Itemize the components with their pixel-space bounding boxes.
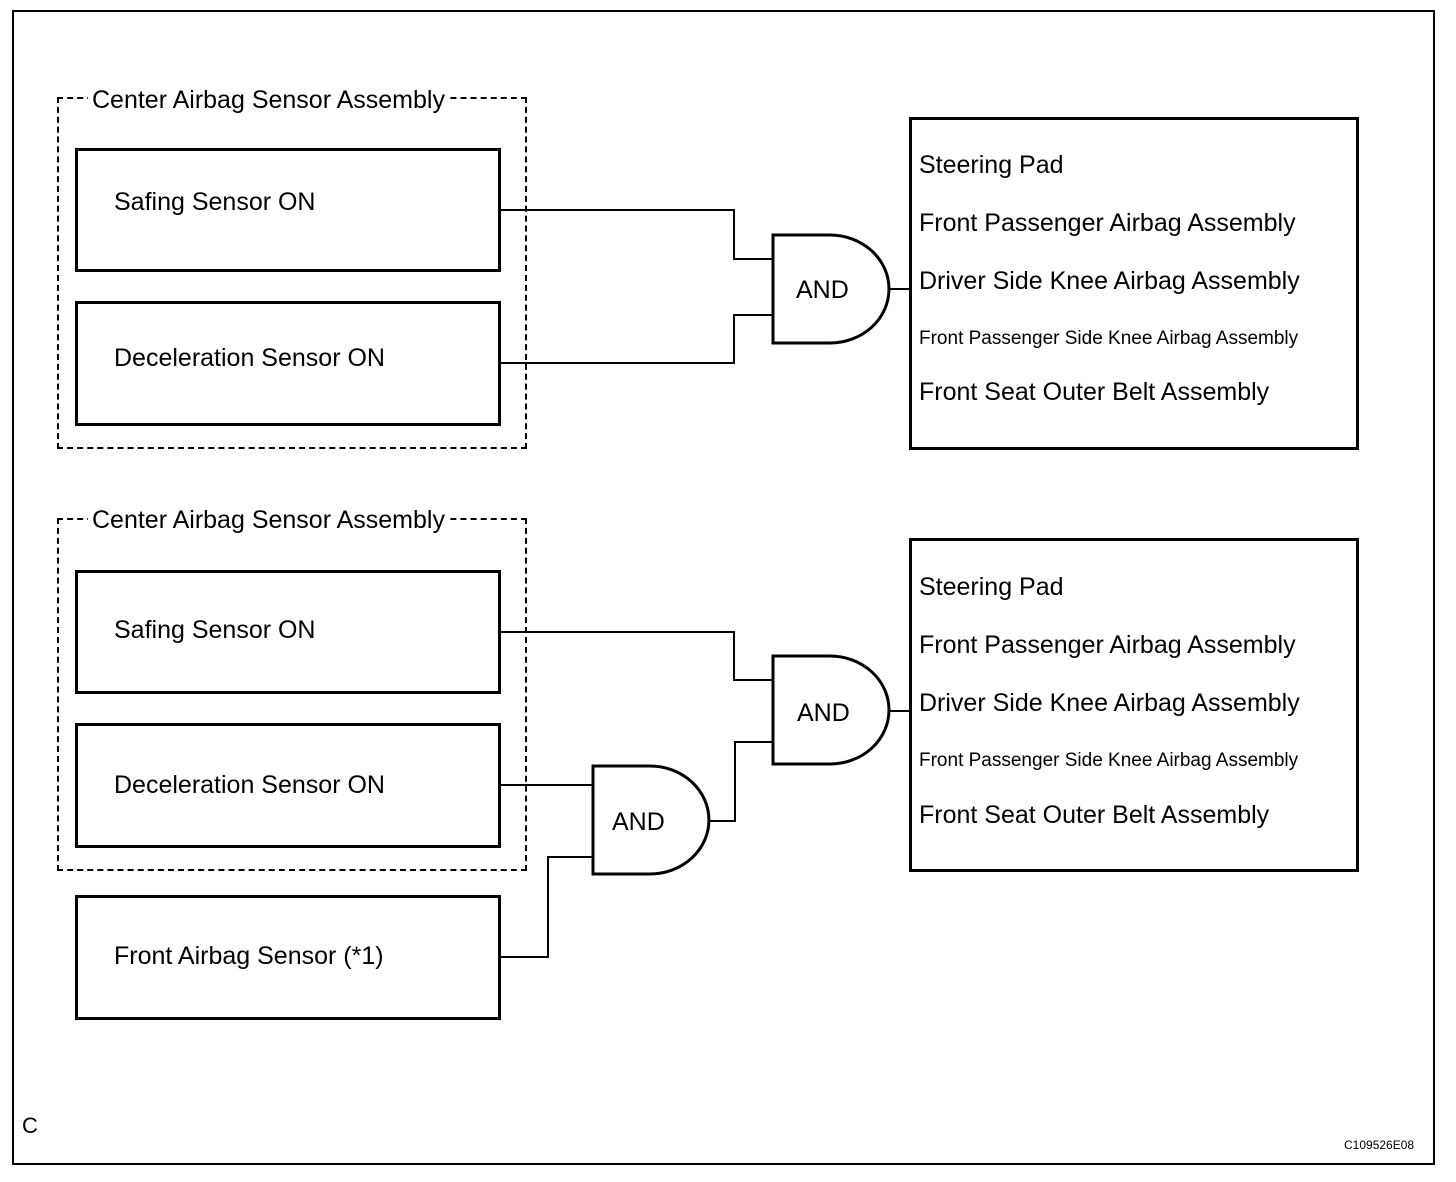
safing-sensor-label-2: Safing Sensor ON: [114, 616, 316, 644]
figure-code: C109526E08: [1344, 1138, 1415, 1152]
output-1-steering-pad: Steering Pad: [919, 151, 1064, 179]
safing-sensor-box-1: [75, 148, 501, 272]
output-2-driver-knee-airbag: Driver Side Knee Airbag Assembly: [919, 689, 1300, 717]
output-1-driver-knee-airbag: Driver Side Knee Airbag Assembly: [919, 267, 1300, 295]
and-gate-3: [771, 654, 891, 766]
output-box-1: [909, 117, 1359, 450]
group-1-label: Center Airbag Sensor Assembly: [88, 88, 449, 113]
wire-safing-to-and-3: [500, 631, 773, 681]
and-gate-1: [771, 233, 891, 345]
output-box-2: [909, 538, 1359, 872]
safing-sensor-box-2: [75, 570, 501, 694]
corner-letter: C: [22, 1113, 38, 1138]
group-2-label: Center Airbag Sensor Assembly: [88, 508, 449, 533]
wire-and-2-to-and-3: [709, 741, 773, 822]
front-airbag-sensor-label: Front Airbag Sensor (*1): [114, 942, 384, 970]
and-gate-3-label: AND: [797, 699, 850, 727]
deceleration-sensor-label-2: Deceleration Sensor ON: [114, 771, 385, 799]
output-2-front-passenger-airbag: Front Passenger Airbag Assembly: [919, 631, 1296, 659]
output-1-front-passenger-airbag: Front Passenger Airbag Assembly: [919, 209, 1296, 237]
output-1-seat-outer-belt: Front Seat Outer Belt Assembly: [919, 378, 1270, 406]
and-gate-2-label: AND: [612, 808, 665, 836]
output-2-seat-outer-belt: Front Seat Outer Belt Assembly: [919, 801, 1270, 829]
deceleration-sensor-box-2: [75, 723, 501, 848]
and-gate-1-label: AND: [796, 276, 849, 304]
wire-safing-to-and-1: [500, 209, 773, 260]
output-2-passenger-knee-airbag: Front Passenger Side Knee Airbag Assembl…: [919, 750, 1299, 771]
and-gate-2: [591, 764, 711, 876]
diagram-frame: [12, 10, 1435, 1165]
front-airbag-sensor-box: [75, 895, 501, 1020]
deceleration-sensor-box-1: [75, 301, 501, 426]
wire-front-sensor-to-and-2: [500, 856, 593, 958]
safing-sensor-label-1: Safing Sensor ON: [114, 188, 316, 216]
output-1-passenger-knee-airbag: Front Passenger Side Knee Airbag Assembl…: [919, 328, 1299, 349]
deceleration-sensor-label-1: Deceleration Sensor ON: [114, 344, 385, 372]
output-2-steering-pad: Steering Pad: [919, 573, 1064, 601]
wire-decel-to-and-1: [500, 314, 773, 364]
